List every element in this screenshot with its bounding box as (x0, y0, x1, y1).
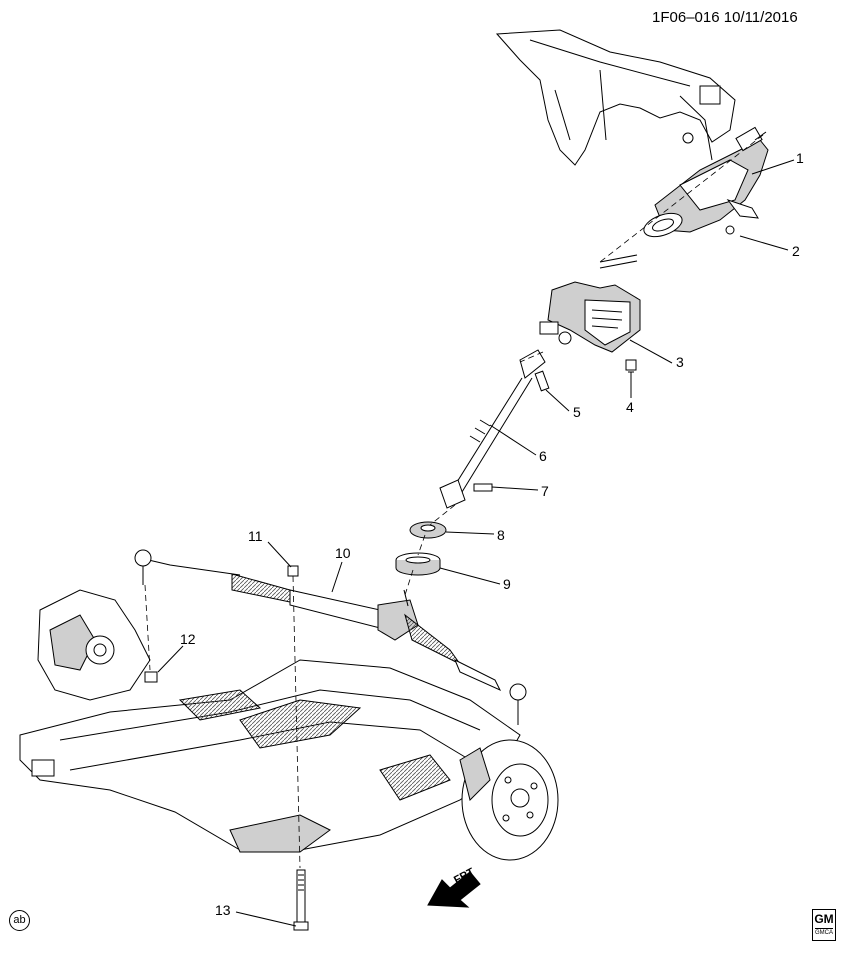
callout-11: 11 (248, 528, 263, 544)
bolt-5 (534, 370, 550, 392)
callout-1: 1 (796, 150, 804, 166)
callout-9: 9 (503, 576, 511, 592)
callout-13: 13 (215, 902, 231, 918)
steering-gear-rack (134, 549, 527, 725)
callout-8: 8 (497, 527, 505, 543)
steering-column-power-assist-module (539, 254, 641, 353)
nut-12 (144, 671, 158, 683)
diagram-code: 1F06–016 10/11/2016 (652, 9, 798, 26)
alignment-dashes (144, 134, 764, 869)
ab-badge: ab (9, 910, 30, 931)
instrument-panel-support-bracket (495, 29, 736, 166)
callout-2: 2 (792, 243, 800, 259)
callout-4: 4 (626, 399, 634, 415)
callout-10: 10 (335, 545, 351, 561)
callout-12: 12 (180, 631, 196, 647)
callout-5: 5 (573, 404, 581, 420)
bolt-13 (293, 869, 309, 931)
nut-11 (287, 565, 299, 577)
steering-shaft-seal (409, 521, 447, 539)
steering-column (643, 126, 769, 238)
gm-logo-brand: GM (814, 912, 834, 926)
intermediate-steering-shaft (439, 349, 546, 509)
gm-logo: GM GMCA (812, 909, 836, 941)
left-steering-knuckle-assembly (37, 589, 151, 701)
bolt-7 (473, 483, 493, 492)
gm-logo-sub: GMCA (815, 928, 833, 936)
bolt-4 (625, 359, 637, 373)
callout-3: 3 (676, 354, 684, 370)
callout-6: 6 (539, 448, 547, 464)
steering-gear-boot (395, 552, 441, 576)
callout-7: 7 (541, 483, 549, 499)
front-direction-arrow-icon (427, 871, 481, 908)
callout-leaders (157, 159, 795, 927)
front-suspension-cradle (19, 659, 521, 853)
right-brake-rotor (459, 739, 559, 861)
